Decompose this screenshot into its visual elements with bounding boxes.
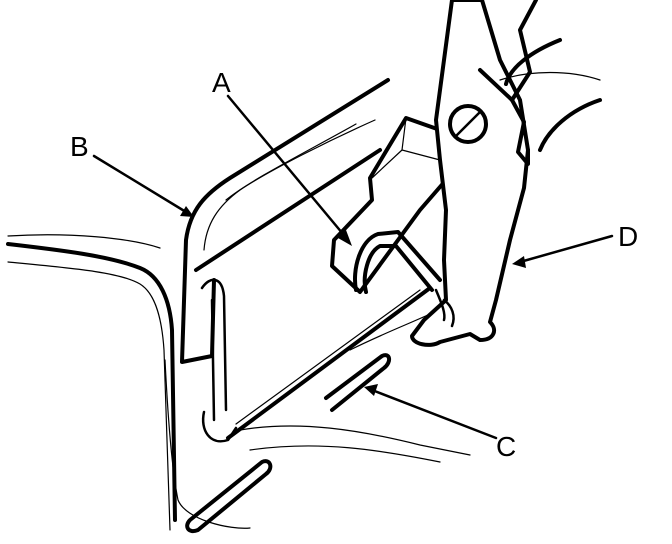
leader-b-arrowhead [180,206,194,217]
callout-c-label: C [496,431,516,462]
leader-lines [92,94,614,440]
guide-rail [185,286,432,533]
body-panel [6,234,471,531]
callout-a-label: A [212,67,231,98]
pliers-tool [410,0,602,347]
leader-d-arrowhead [512,256,526,268]
leader-c-arrowhead [364,384,378,396]
retaining-bracket [180,78,390,443]
leader-a-arrowhead [338,230,352,246]
callout-b-label: B [70,131,89,162]
callout-d-label: D [618,221,638,252]
latch-block [330,116,448,294]
